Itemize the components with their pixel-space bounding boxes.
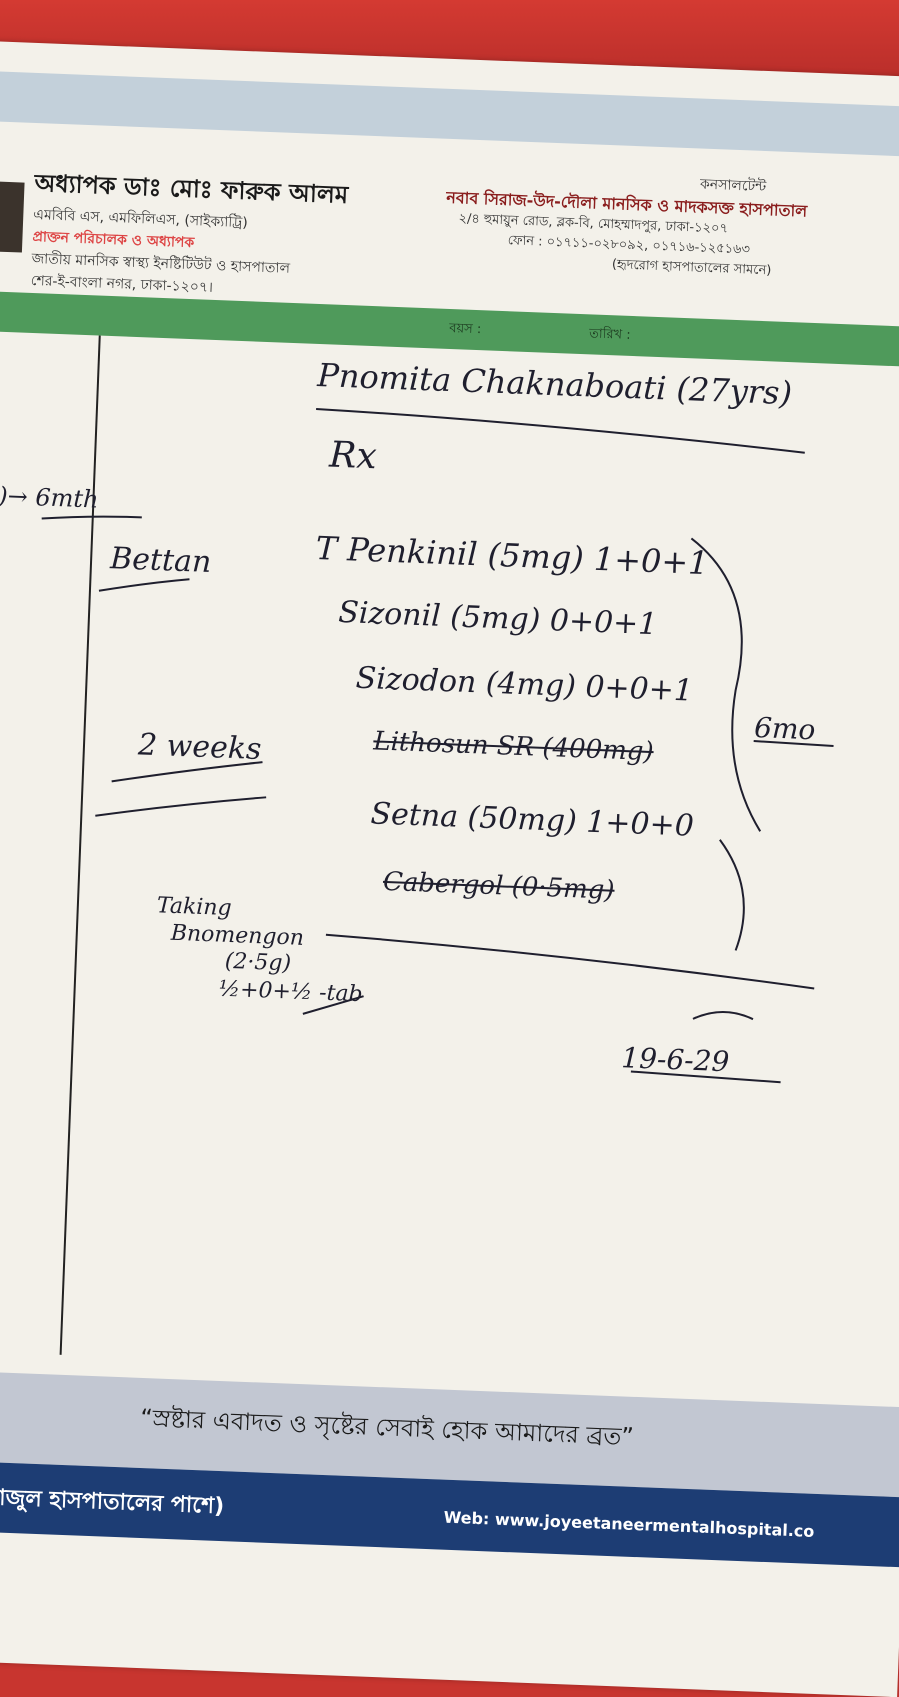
ink-strokes xyxy=(41,407,834,1084)
footer-website: Web: www.joyeetaneermentalhospital.co xyxy=(443,1507,815,1541)
footer-address: -মারকাজুল হাসপাতালের পাশে) xyxy=(0,1483,225,1520)
prescription-paper: অধ্যাপক ডাঃ মোঃ ফারুক আলম এমবিবি এস, এমফ… xyxy=(0,40,899,1697)
